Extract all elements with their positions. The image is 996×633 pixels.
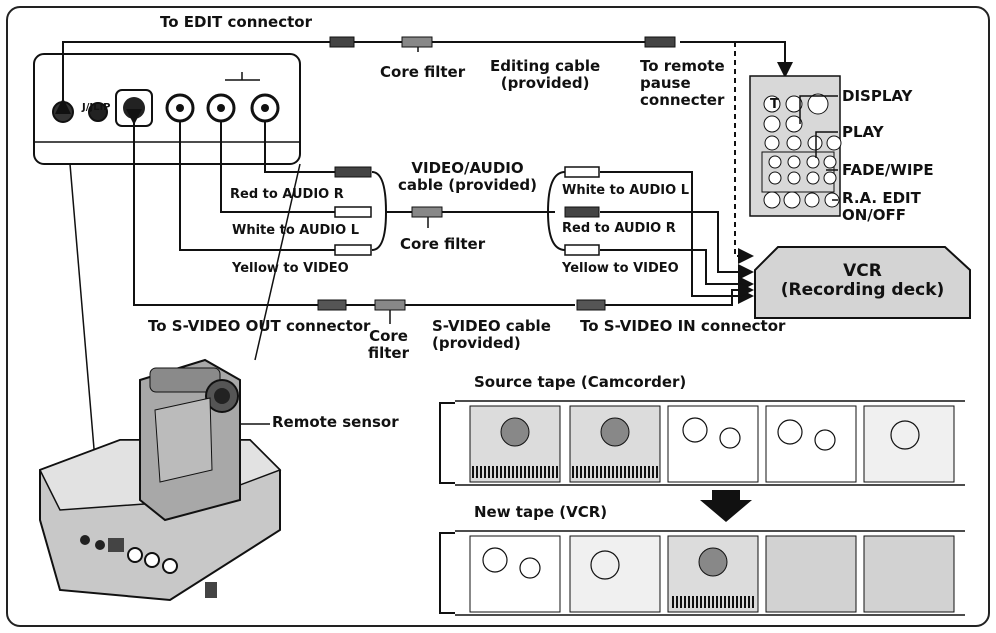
- fade-wipe-label: FADE/WIPE: [842, 161, 934, 179]
- remote-control: [749, 75, 842, 217]
- red-audio-r-left-label: Red to AUDIO R: [230, 187, 344, 202]
- source-frame-4: [765, 405, 857, 483]
- white-audio-l-right-label: White to AUDIO L: [562, 183, 689, 198]
- vcr-deck: [754, 246, 971, 319]
- new-tape-label: New tape (VCR): [474, 503, 608, 521]
- diagram-frame: [6, 6, 990, 627]
- connector-panel: [33, 53, 301, 165]
- camcorder-illustration: [38, 358, 282, 602]
- remote-t-label: T: [770, 97, 779, 112]
- cables: [55, 41, 793, 521]
- edit-connector-label: To EDIT connector: [160, 13, 312, 31]
- svideo-cable-label: S-VIDEO cable (provided): [432, 317, 551, 352]
- ra-edit-label: R.A. EDIT ON/OFF: [842, 189, 921, 224]
- core-filter-bottom-label: Core filter: [368, 327, 410, 362]
- remote-sensor-label: Remote sensor: [272, 413, 399, 431]
- red-audio-r-right-label: Red to AUDIO R: [562, 221, 676, 236]
- edit-jack: [52, 101, 74, 123]
- plugs: [317, 36, 676, 311]
- source-tape-strip: [439, 400, 965, 486]
- yellow-video-right-label: Yellow to VIDEO: [562, 261, 679, 276]
- core-filter-mid-label: Core filter: [400, 235, 486, 253]
- svideo-in-label: To S-VIDEO IN connector: [580, 317, 786, 335]
- play-label: PLAY: [842, 123, 884, 141]
- core-filter-top-label: Core filter: [380, 63, 466, 81]
- new-frame-5: [863, 535, 955, 613]
- down-arrow-icon: [700, 490, 752, 522]
- new-frame-1: [469, 535, 561, 613]
- jlip-label: J/JLIP: [82, 102, 111, 113]
- display-label: DISPLAY: [842, 87, 913, 105]
- white-audio-l-left-label: White to AUDIO L: [232, 223, 359, 238]
- new-frame-4: [765, 535, 857, 613]
- remote-pause-label: To remote pause connecter: [640, 57, 725, 109]
- yellow-video-left-label: Yellow to VIDEO: [232, 261, 349, 276]
- editing-cable-label: Editing cable (provided): [490, 57, 601, 92]
- source-tape-label: Source tape (Camcorder): [474, 373, 687, 391]
- svideo-out-label: To S-VIDEO OUT connector: [148, 317, 371, 335]
- video-audio-cable-label: VIDEO/AUDIO cable (provided): [398, 159, 538, 194]
- source-frame-5: [863, 405, 955, 483]
- new-tape-strip: [439, 530, 965, 616]
- vcr-label: VCR (Recording deck): [780, 261, 945, 301]
- source-frame-3: [667, 405, 759, 483]
